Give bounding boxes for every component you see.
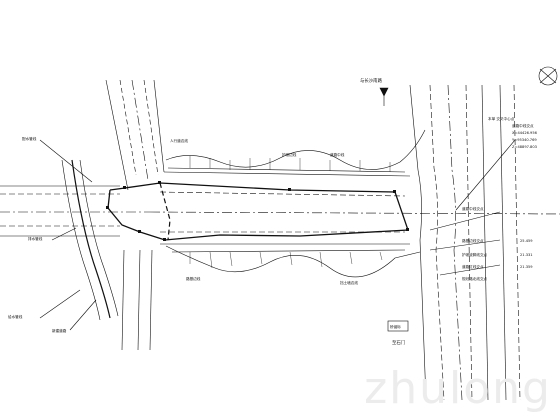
left-label-3: 给水管线	[8, 314, 23, 319]
cross-road-edge	[149, 249, 153, 351]
leader-line	[429, 239, 501, 251]
cross-road-center	[131, 79, 149, 181]
mid-label-3: 道路中线	[330, 152, 345, 157]
mid-label-4: 路基边线	[186, 276, 201, 281]
cross-road-edge	[119, 79, 137, 176]
upper-embankment-toe	[167, 167, 406, 173]
info-title: 本单 交叉中心点	[488, 116, 515, 121]
right-value-2: 21.331	[520, 253, 533, 257]
mid-label-5: 挡土墙边线	[340, 280, 358, 285]
leader-line	[69, 299, 97, 331]
mid-label-1: 人行道边线	[170, 138, 188, 143]
leader-line	[439, 264, 501, 276]
right-label-3: 护坡坡脚线交点	[462, 252, 488, 257]
left-curved-road	[71, 159, 111, 319]
bridge-label: 桥涵标	[390, 324, 401, 329]
info-line-2: X=44426.956	[512, 131, 538, 135]
cross-road-edge	[143, 79, 159, 176]
cross-road-edge	[121, 249, 125, 351]
info-line-4: Z=48897.803	[512, 145, 537, 149]
road-upper-edge	[163, 171, 411, 177]
leader-line	[429, 211, 501, 231]
right-road-edge	[481, 84, 489, 401]
left-label-2: 排水管线	[28, 236, 43, 241]
cross-road-edge	[153, 79, 165, 173]
left-curved-road	[79, 159, 119, 317]
cross-road-edge	[105, 79, 129, 191]
right-road-edge	[409, 84, 427, 401]
left-label-1: 配水管线	[22, 136, 37, 141]
info-line-3: Y=95340.769	[512, 138, 537, 142]
pipeline-route-dashed	[159, 182, 171, 241]
leader-line	[51, 227, 77, 241]
right-road-edge	[513, 84, 521, 401]
watermark: zhulong	[364, 363, 552, 414]
right-label-1: 道路中线交点	[462, 206, 484, 211]
road-centerline	[149, 211, 560, 215]
lower-embankment	[165, 245, 421, 278]
mid-label-2: 护坡边线	[282, 152, 297, 157]
right-label-5: 规划路北线交点	[462, 276, 488, 281]
north-label-top: 与长沙南路	[360, 77, 383, 84]
north-label-bottom: 至石门	[392, 339, 405, 346]
leader-line	[39, 139, 93, 183]
pipeline-route	[107, 182, 409, 241]
right-label-2: 路基边线交点	[462, 238, 484, 243]
right-road-edge	[465, 84, 473, 401]
upper-embankment	[165, 129, 426, 170]
cross-road-edge	[137, 249, 141, 351]
lower-embankment-toe	[171, 249, 406, 253]
direction-arrow-icon	[379, 87, 389, 106]
road-lane-line	[159, 191, 406, 197]
left-curved-road	[61, 159, 101, 321]
right-value-3: 21.359	[520, 265, 533, 269]
left-label-4: 新建道路	[52, 328, 67, 333]
leader-line	[39, 289, 81, 319]
info-line-1: 道路中线交点	[512, 123, 534, 128]
right-road-center	[447, 84, 463, 401]
leader-line	[455, 139, 516, 211]
right-road-edge	[499, 84, 507, 401]
right-road-edge	[429, 84, 445, 401]
right-value-1: 25.459	[520, 239, 533, 243]
north-arrow-icon	[538, 66, 558, 86]
right-label-4: 道路红线交点	[462, 264, 484, 269]
bridge-box	[387, 320, 409, 332]
